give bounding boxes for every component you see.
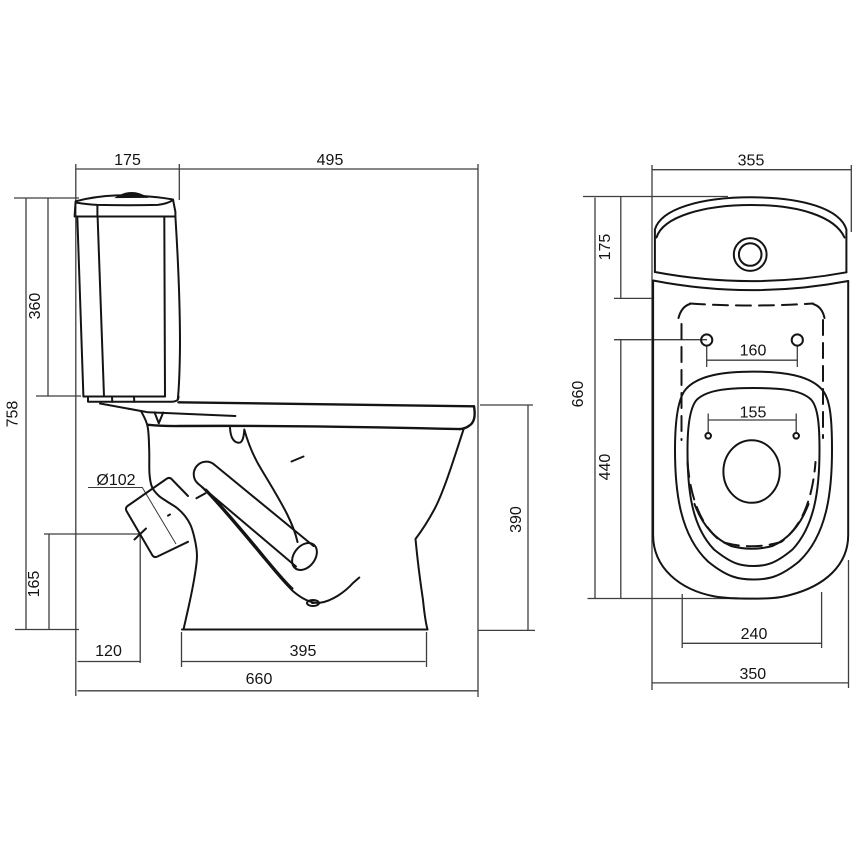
svg-text:Ø102: Ø102 (96, 472, 135, 489)
svg-text:355: 355 (738, 153, 765, 170)
svg-text:495: 495 (317, 152, 344, 169)
svg-text:240: 240 (741, 626, 768, 643)
svg-text:390: 390 (508, 506, 525, 533)
svg-text:165: 165 (26, 571, 43, 598)
svg-text:175: 175 (114, 152, 141, 169)
svg-text:660: 660 (570, 381, 587, 408)
svg-text:175: 175 (597, 234, 614, 261)
svg-text:660: 660 (246, 671, 273, 688)
svg-text:120: 120 (95, 643, 122, 660)
svg-text:360: 360 (27, 293, 44, 320)
svg-text:350: 350 (739, 666, 766, 683)
svg-text:440: 440 (597, 454, 614, 481)
svg-text:758: 758 (5, 401, 22, 428)
svg-text:395: 395 (290, 643, 317, 660)
svg-text:155: 155 (740, 404, 767, 421)
svg-text:160: 160 (740, 343, 767, 360)
